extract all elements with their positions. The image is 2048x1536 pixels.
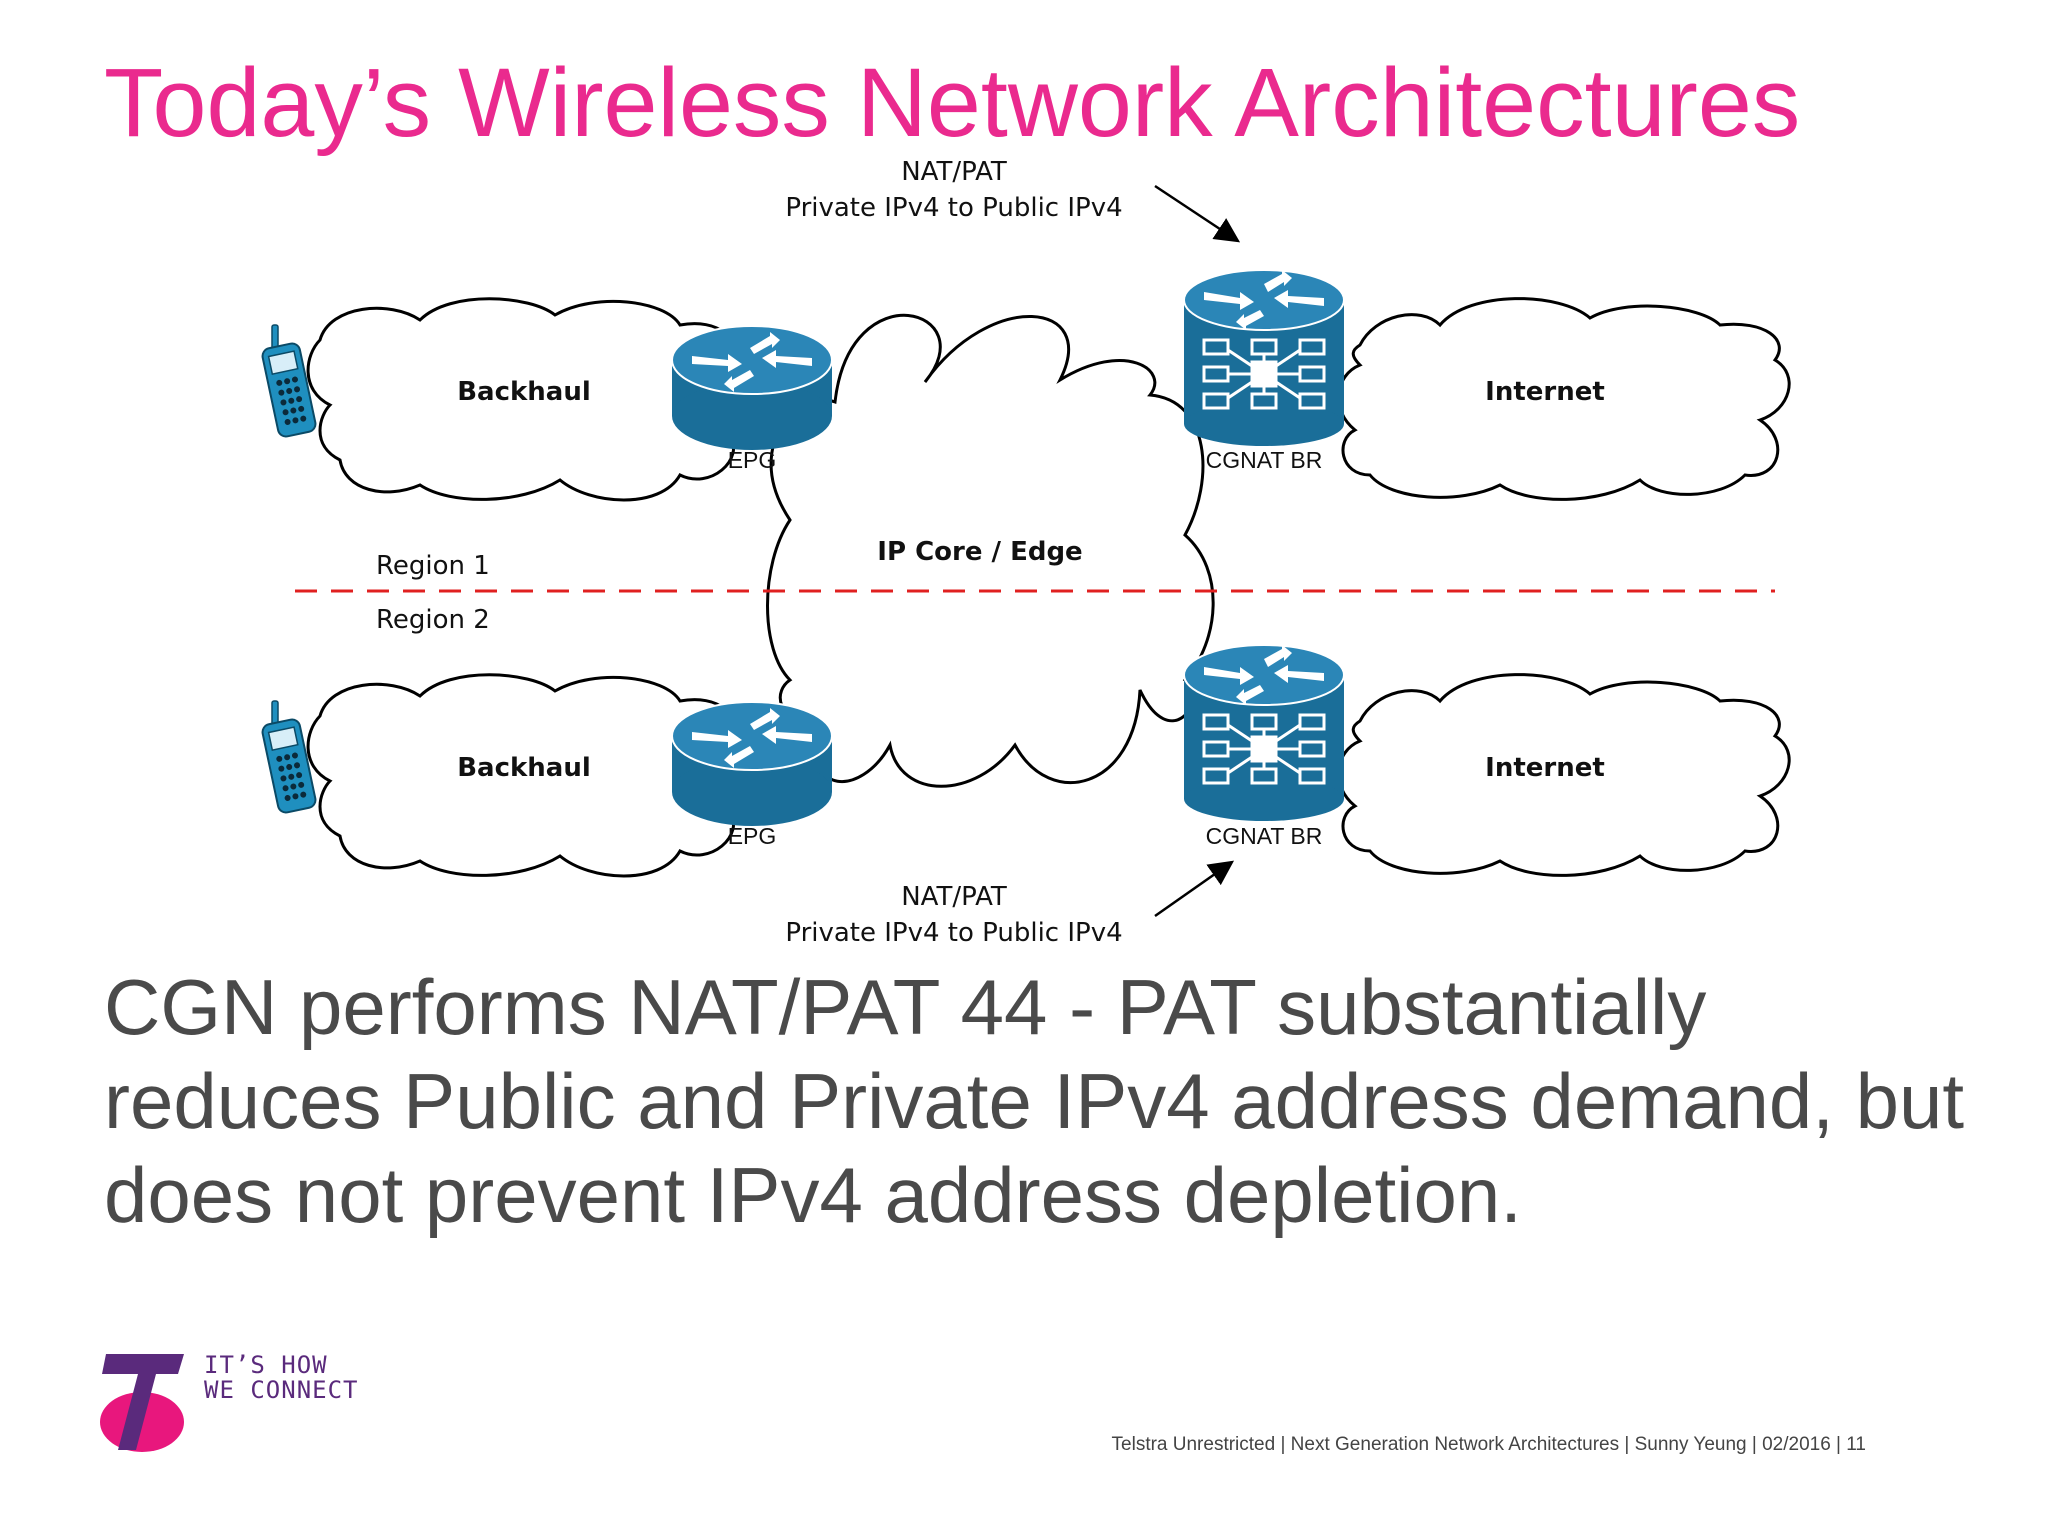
cgnat-router-icon-bottom xyxy=(1182,643,1346,823)
epg-label-top: EPG xyxy=(728,447,777,473)
tagline-line1: IT’S HOW xyxy=(204,1351,328,1379)
nat-label-top-line2: Private IPv4 to Public IPv4 xyxy=(785,193,1122,223)
backhaul-cloud-bottom xyxy=(306,673,753,878)
backhaul-label-top: Backhaul xyxy=(457,377,591,407)
nat-arrow-top xyxy=(1154,184,1241,243)
nat-arrow-bottom xyxy=(1154,860,1235,918)
cgnat-label-top: CGNAT BR xyxy=(1206,447,1323,473)
telstra-logo-icon xyxy=(100,1354,184,1452)
slide-title: Today’s Wireless Network Architectures xyxy=(104,48,1801,157)
ip-core-label: IP Core / Edge xyxy=(877,537,1082,567)
tagline-line2: WE CONNECT xyxy=(204,1376,359,1404)
nat-label-bottom-line1: NAT/PAT xyxy=(901,882,1007,912)
cgnat-router-icon-top xyxy=(1182,268,1346,448)
cgnat-label-bottom: CGNAT BR xyxy=(1206,823,1323,849)
internet-label-bottom: Internet xyxy=(1485,753,1605,783)
epg-label-bottom: EPG xyxy=(728,823,777,849)
body-text: CGN performs NAT/PAT 44 - PAT substantia… xyxy=(104,963,1965,1239)
internet-label-top: Internet xyxy=(1485,377,1605,407)
nat-label-top-line1: NAT/PAT xyxy=(901,157,1007,187)
epg-router-icon-bottom xyxy=(671,701,833,827)
backhaul-cloud-top xyxy=(306,297,753,502)
ip-core-cloud xyxy=(766,314,1215,788)
region-2-label: Region 2 xyxy=(376,605,490,635)
region-1-label: Region 1 xyxy=(376,551,490,581)
logo-tagline: IT’S HOW WE CONNECT xyxy=(204,1353,359,1403)
internet-cloud-top xyxy=(1337,297,1791,501)
backhaul-label-bottom: Backhaul xyxy=(457,753,591,783)
nat-label-bottom-line2: Private IPv4 to Public IPv4 xyxy=(785,918,1122,948)
epg-router-icon-top xyxy=(671,325,833,451)
footer-text: Telstra Unrestricted | Next Generation N… xyxy=(1111,1434,1866,1455)
internet-cloud-bottom xyxy=(1337,673,1791,877)
